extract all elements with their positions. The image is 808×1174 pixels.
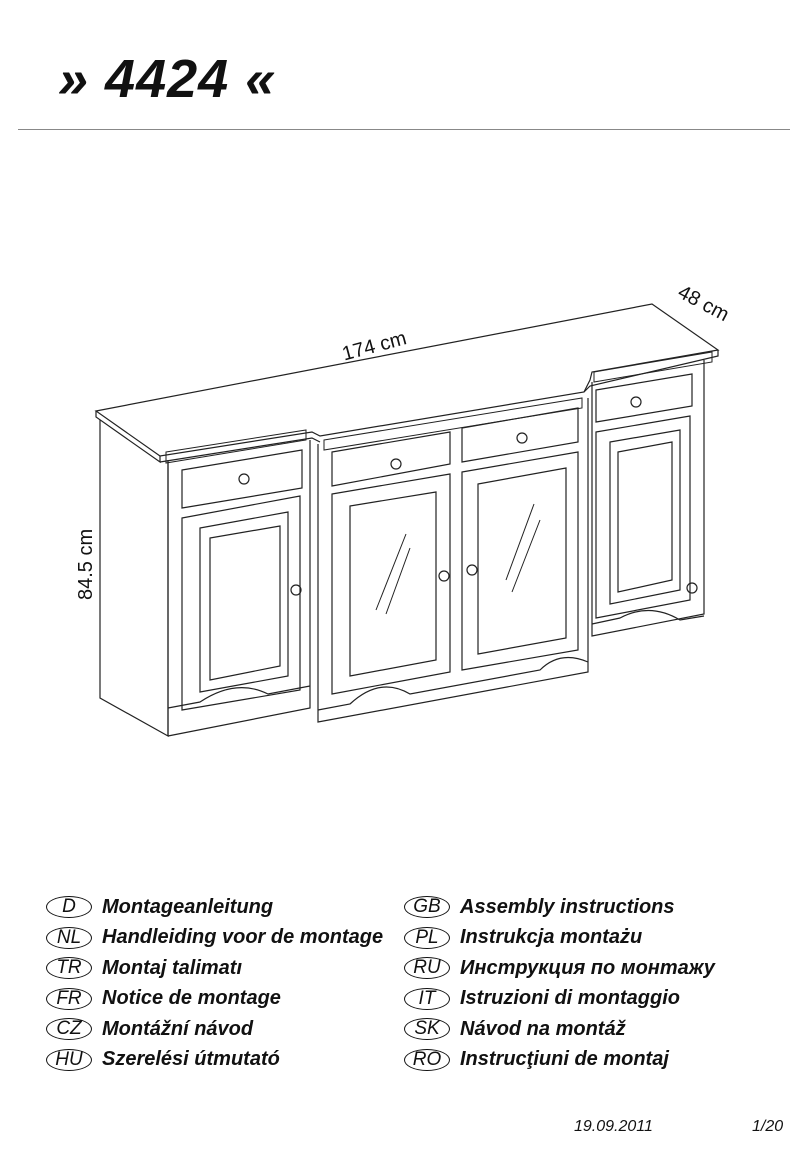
right-cabinet <box>591 360 705 637</box>
center-left-door-knob <box>438 570 450 582</box>
language-code-badge: FR <box>46 987 92 1010</box>
languages-left: D Montageanleitung NL Handleiding voor d… <box>46 892 383 1075</box>
footer-page-number: 1/20 <box>752 1118 784 1135</box>
language-label: Handleiding voor de montage <box>102 926 384 949</box>
dim-height-label: 84.5 cm <box>75 529 97 600</box>
language-label: Assembly instructions <box>460 895 675 918</box>
language-label: Montaj talimatı <box>102 956 243 979</box>
dim-width-label: 174 cm <box>340 327 409 365</box>
cornice-dentils <box>165 351 713 464</box>
language-label: Notice de montage <box>102 987 281 1010</box>
header-divider <box>18 129 790 130</box>
sideboard-top <box>94 303 720 464</box>
language-code-badge: NL <box>46 926 92 949</box>
footer-date: 19.09.2011 <box>574 1118 653 1135</box>
language-label: Montážní návod <box>102 1017 254 1040</box>
language-item: PL Instrukcja montażu <box>404 923 715 954</box>
language-item: D Montageanleitung <box>46 892 383 923</box>
language-label: Istruzioni di montaggio <box>460 987 680 1010</box>
language-item: HU Szerelési útmutató <box>46 1045 383 1076</box>
language-code-badge: CZ <box>46 1018 92 1041</box>
right-drawer-knob <box>630 396 642 408</box>
language-item: CZ Montážní návod <box>46 1014 383 1045</box>
center-left-drawer-knob <box>390 458 402 470</box>
language-code-badge: RO <box>404 1048 450 1071</box>
language-item: TR Montaj talimatı <box>46 953 383 984</box>
language-code-badge: GB <box>404 896 450 919</box>
document-title: » 4424 « <box>58 49 277 109</box>
language-item: RO Instrucţiuni de montaj <box>404 1045 715 1076</box>
language-code-badge: HU <box>46 1048 92 1071</box>
language-label: Instrucţiuni de montaj <box>460 1048 669 1071</box>
language-code-badge: TR <box>46 957 92 980</box>
right-door-knob <box>686 582 698 594</box>
left-drawer-knob <box>238 473 250 485</box>
language-label: Szerelési útmutató <box>102 1048 280 1071</box>
language-item: IT Istruzioni di montaggio <box>404 984 715 1015</box>
language-label: Инструкция по монтажу <box>460 956 715 979</box>
languages-right: GB Assembly instructions PL Instrukcja m… <box>404 892 715 1075</box>
sideboard-drawing: 174 cm 48 cm 84.5 cm <box>75 281 733 738</box>
language-code-badge: D <box>46 896 92 919</box>
language-item: SK Návod na montáž <box>404 1014 715 1045</box>
language-code-badge: RU <box>404 957 450 980</box>
language-code-badge: IT <box>404 987 450 1010</box>
language-item: FR Notice de montage <box>46 984 383 1015</box>
left-door-knob <box>290 584 302 596</box>
language-item: RU Инструкция по монтажу <box>404 953 715 984</box>
language-item: GB Assembly instructions <box>404 892 715 923</box>
center-right-door-knob <box>466 564 478 576</box>
language-label: Instrukcja montażu <box>460 926 643 949</box>
dim-depth-label: 48 cm <box>674 281 732 326</box>
center-right-drawer-knob <box>516 432 528 444</box>
language-code-badge: PL <box>404 926 450 949</box>
language-label: Montageanleitung <box>102 895 274 918</box>
left-cabinet <box>99 420 311 738</box>
language-item: NL Handleiding voor de montage <box>46 923 383 954</box>
language-code-badge: SK <box>404 1018 450 1041</box>
center-cabinet <box>317 398 589 723</box>
language-label: Návod na montáž <box>460 1017 626 1040</box>
